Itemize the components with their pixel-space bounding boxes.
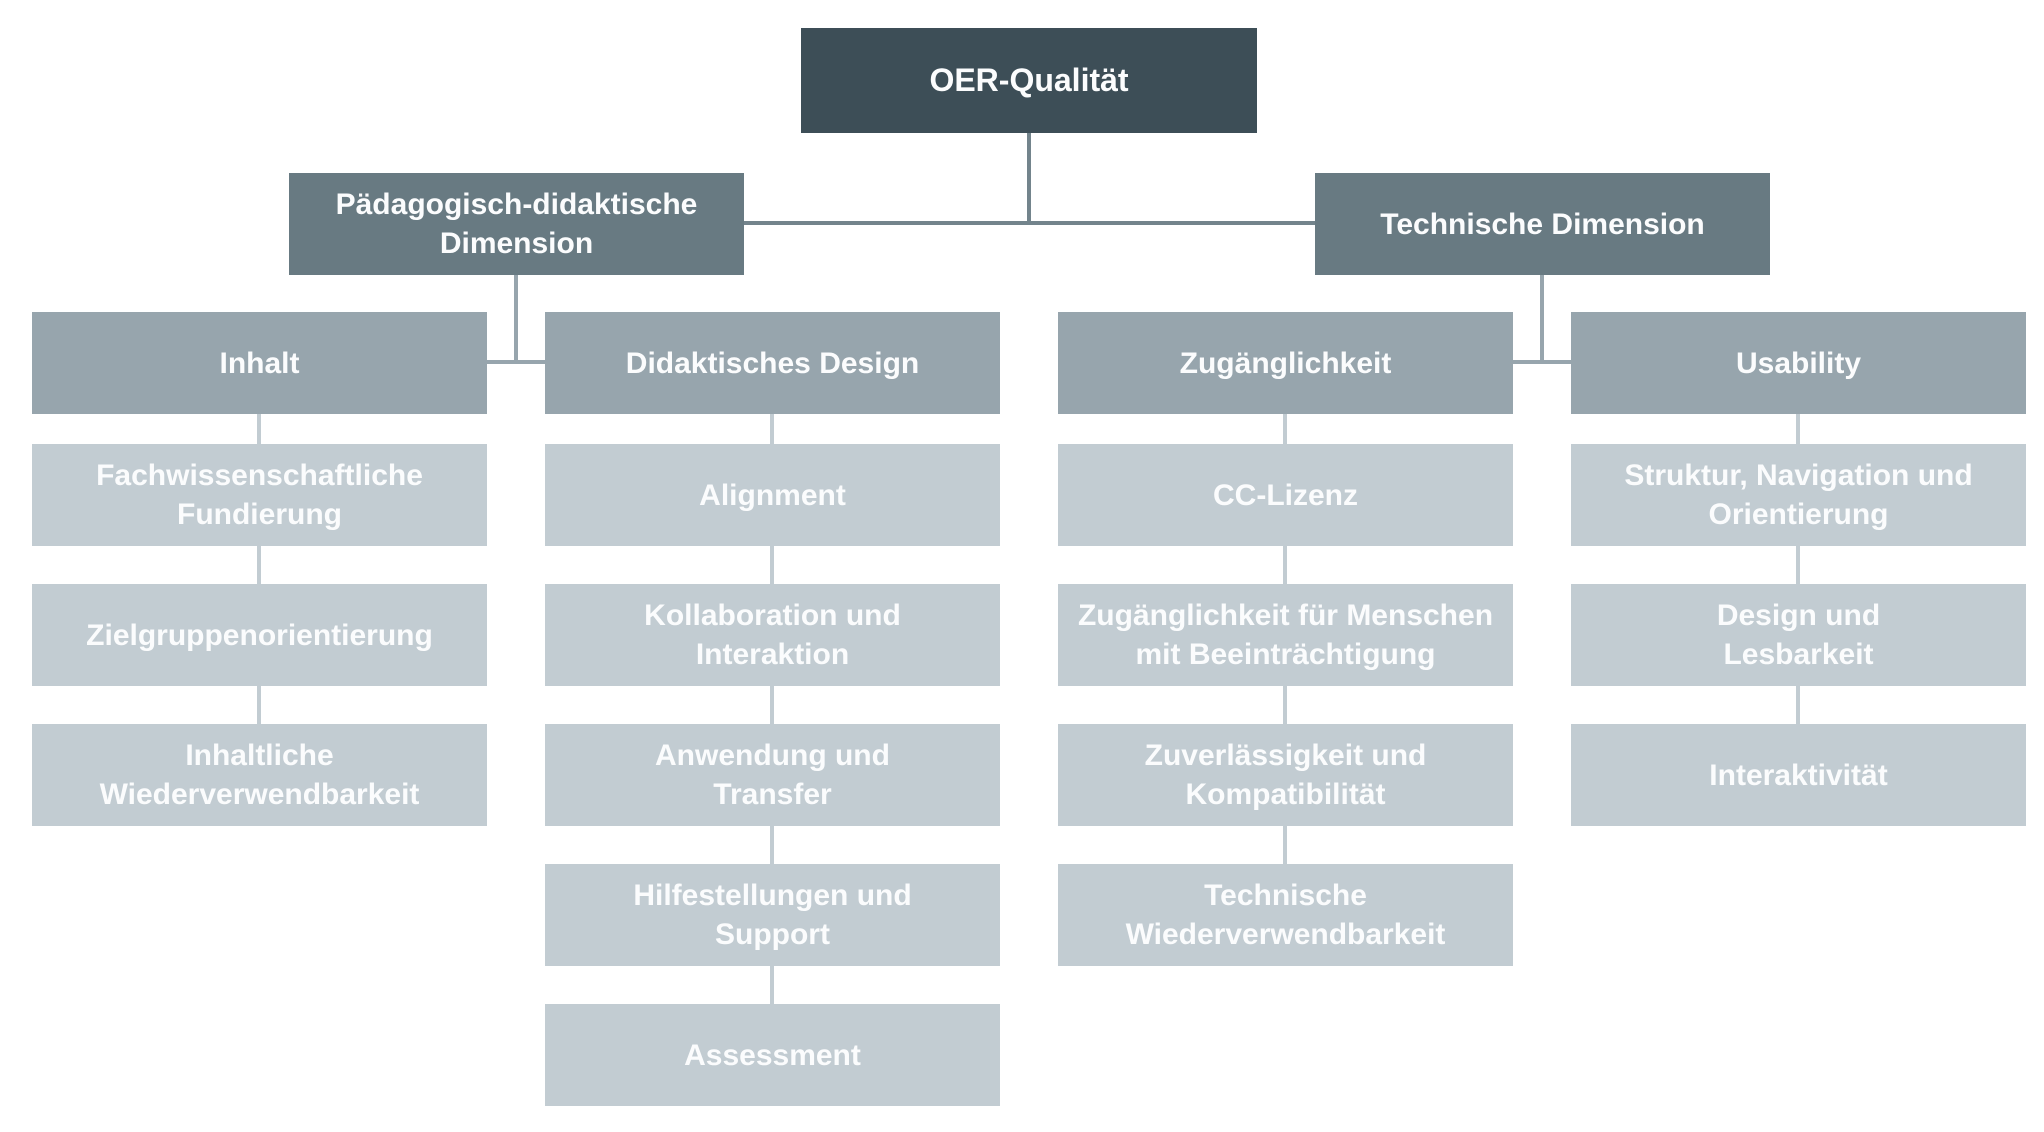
node-item-technische-wiederverwendbarkeit: Technische Wiederverwendbarkeit [1058, 864, 1513, 966]
node-item-cc-lizenz: CC-Lizenz [1058, 444, 1513, 546]
node-item-hilfestellungen-support: Hilfestellungen und Support [545, 864, 1000, 966]
node-item-zielgruppenorientierung: Zielgruppenorientierung [32, 584, 487, 686]
connector-didaktik-item1 [770, 414, 774, 444]
connector-didaktik-item4 [770, 826, 774, 864]
connector-usability-item2 [1796, 546, 1800, 584]
connector-technisch-drop [1540, 275, 1544, 364]
node-category-zugaenglichkeit: Zugänglichkeit [1058, 312, 1513, 414]
connector-root-branch [744, 221, 1315, 225]
connector-zugaenglichkeit-item4 [1283, 826, 1287, 864]
node-item-alignment: Alignment [545, 444, 1000, 546]
connector-paedagogisch-branch [487, 360, 545, 364]
connector-usability-item3 [1796, 686, 1800, 724]
connector-didaktik-item3 [770, 686, 774, 724]
connector-zugaenglichkeit-item3 [1283, 686, 1287, 724]
node-item-fachwissenschaftliche-fundierung: Fachwissenschaftliche Fundierung [32, 444, 487, 546]
node-item-zuverlaessigkeit-kompatibilitaet: Zuverlässigkeit und Kompatibilität [1058, 724, 1513, 826]
connector-inhalt-item3 [257, 686, 261, 724]
node-item-assessment: Assessment [545, 1004, 1000, 1106]
node-category-usability: Usability [1571, 312, 2026, 414]
connector-inhalt-item2 [257, 546, 261, 584]
node-category-didaktisches-design: Didaktisches Design [545, 312, 1000, 414]
node-item-interaktivitaet: Interaktivität [1571, 724, 2026, 826]
node-item-design-lesbarkeit: Design und Lesbarkeit [1571, 584, 2026, 686]
node-item-anwendung-transfer: Anwendung und Transfer [545, 724, 1000, 826]
node-item-inhaltliche-wiederverwendbarkeit: Inhaltliche Wiederverwendbarkeit [32, 724, 487, 826]
node-category-inhalt: Inhalt [32, 312, 487, 414]
node-item-struktur-navigation-orientierung: Struktur, Navigation und Orientierung [1571, 444, 2026, 546]
connector-paedagogisch-drop [514, 275, 518, 364]
connector-technisch-branch [1513, 360, 1571, 364]
connector-zugaenglichkeit-item1 [1283, 414, 1287, 444]
node-item-kollaboration-interaktion: Kollaboration und Interaktion [545, 584, 1000, 686]
connector-usability-item1 [1796, 414, 1800, 444]
node-dimension-paedagogisch-didaktisch: Pädagogisch-didaktische Dimension [289, 173, 744, 275]
node-item-zugaenglichkeit-menschen-beeintraechtigung: Zugänglichkeit für Menschen mit Beeinträ… [1058, 584, 1513, 686]
node-oer-qualitaet: OER-Qualität [801, 28, 1257, 133]
connector-zugaenglichkeit-item2 [1283, 546, 1287, 584]
connector-didaktik-item2 [770, 546, 774, 584]
connector-root-drop [1027, 133, 1031, 225]
connector-didaktik-item5 [770, 966, 774, 1004]
connector-inhalt-item1 [257, 414, 261, 444]
node-dimension-technisch: Technische Dimension [1315, 173, 1770, 275]
